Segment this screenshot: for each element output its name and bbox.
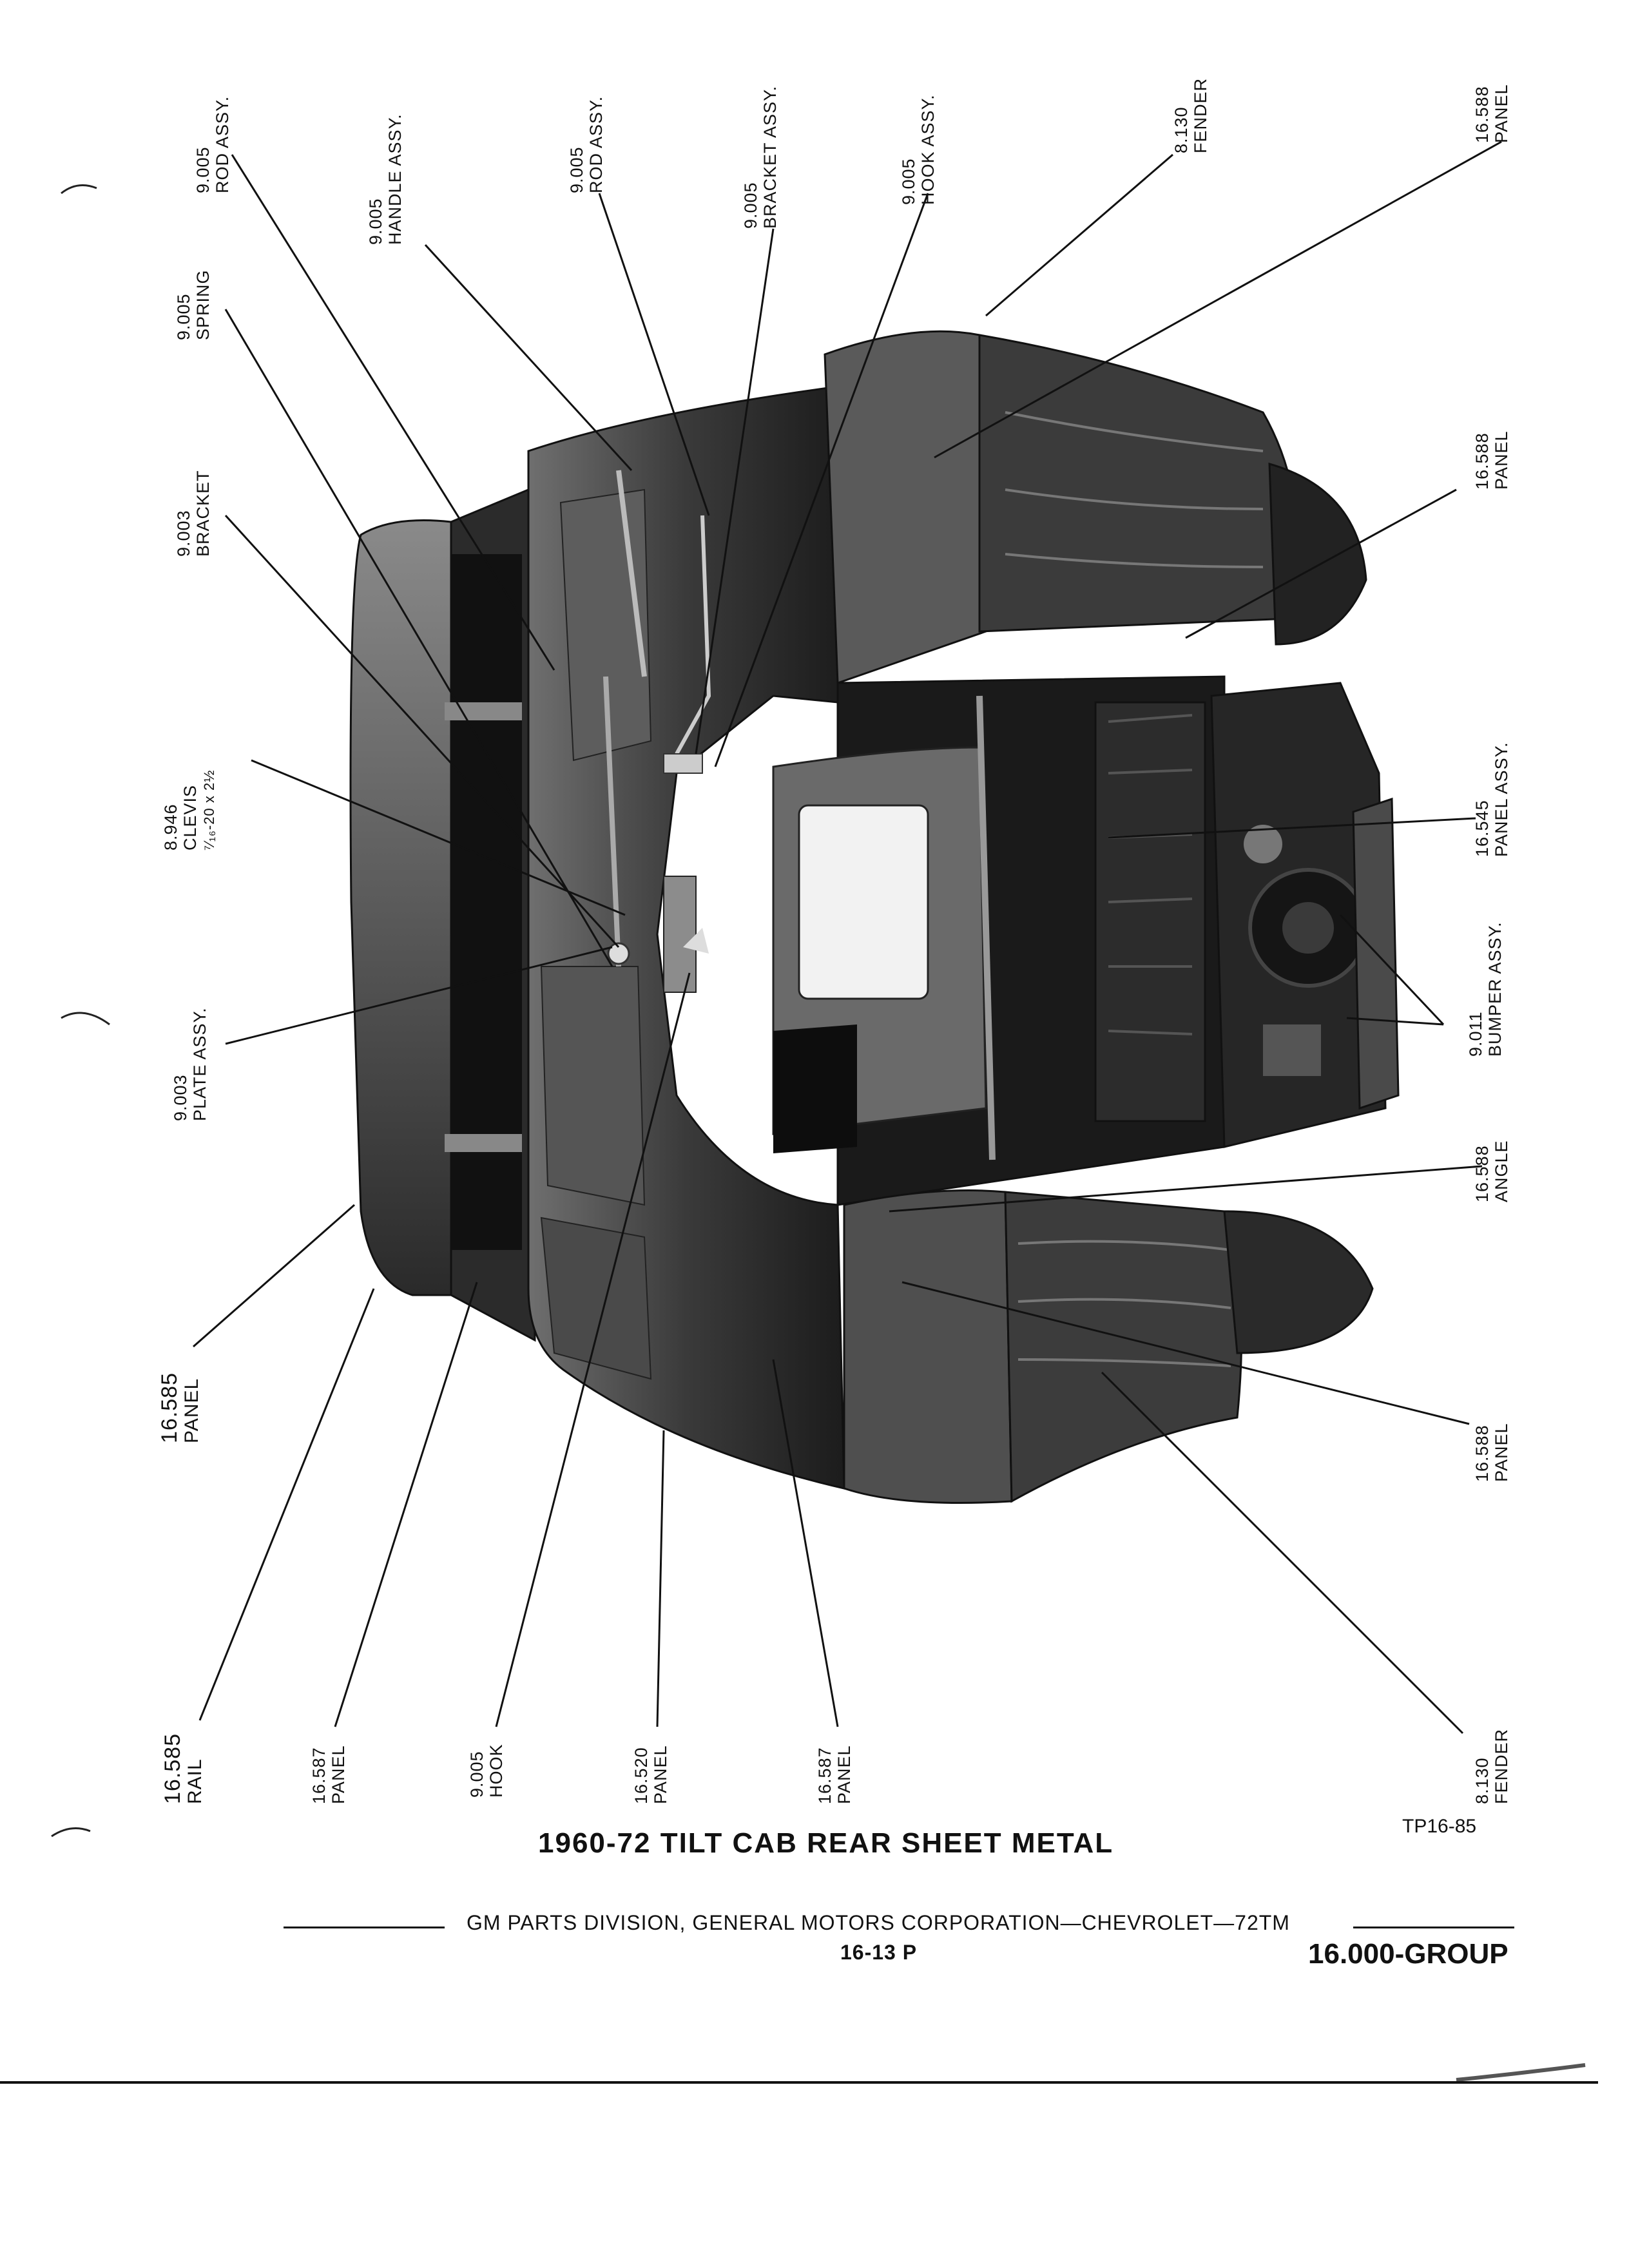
- footer-rule-left: [284, 1927, 445, 1928]
- scan-smudge: [1456, 2063, 1586, 2082]
- group-number: 16.000-GROUP: [1308, 1938, 1509, 1970]
- hole-punch-marks: [51, 184, 110, 1838]
- footer-publisher: GM PARTS DIVISION, GENERAL MOTORS CORPOR…: [467, 1911, 1290, 1934]
- page-number: 16-13 P: [840, 1941, 918, 1964]
- page-title: 1960-72 TILT CAB REAR SHEET METAL: [538, 1827, 1114, 1859]
- leader-lines: [193, 140, 1502, 1735]
- cab-body: [349, 330, 1400, 1504]
- footer-rule-right: [1353, 1927, 1514, 1928]
- figure-id: TP16-85: [1402, 1816, 1477, 1837]
- bottom-rule: [0, 2081, 1598, 2084]
